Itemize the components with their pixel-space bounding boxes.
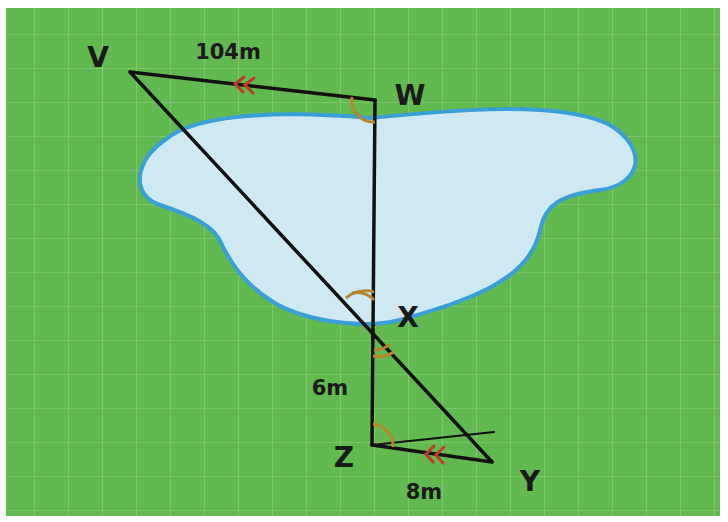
segment-vy [130, 72, 492, 462]
chevron [245, 78, 254, 93]
angle-arc [374, 344, 390, 350]
angle-arc [346, 291, 374, 298]
point-label: W [395, 82, 426, 110]
point-label: Y [520, 468, 540, 496]
angle-marks [346, 97, 394, 447]
grid [6, 8, 720, 516]
chevron [436, 447, 444, 463]
dimension-label: 8m [406, 482, 443, 503]
parallel-marks [235, 77, 444, 463]
segment-wz [372, 100, 375, 445]
chevron [426, 446, 434, 462]
dimension-label: 104m [195, 42, 261, 63]
segment-zy [372, 445, 492, 462]
point-label: Z [334, 444, 354, 472]
chevron [235, 77, 244, 92]
dimension-label: 6m [312, 378, 349, 399]
angle-arc [352, 97, 375, 122]
point-label: X [397, 304, 419, 332]
pond [140, 109, 636, 324]
segment-vw [130, 72, 375, 100]
triangles [130, 72, 494, 462]
grass [6, 8, 720, 516]
angle-arc [373, 424, 393, 447]
point-label: V [87, 44, 109, 72]
angle-arc [373, 352, 394, 356]
